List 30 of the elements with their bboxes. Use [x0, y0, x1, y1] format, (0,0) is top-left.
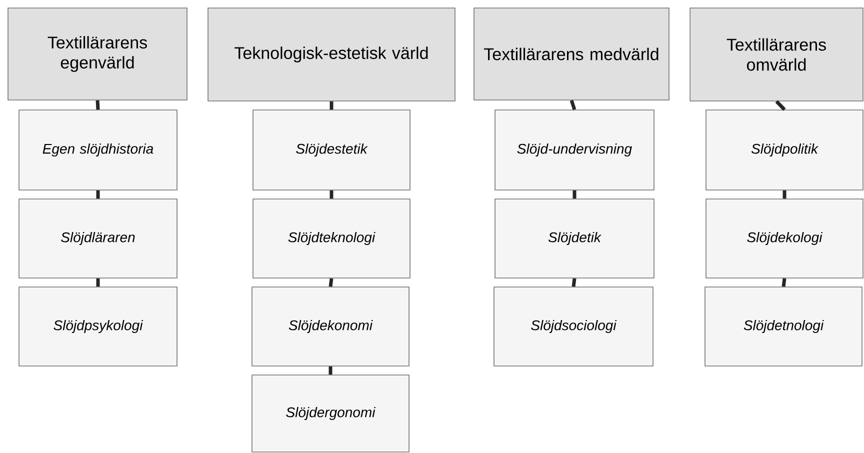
item-box: Slöjdteknologi	[252, 198, 410, 278]
connector-line	[782, 190, 786, 199]
item-box: Slöjdläraren	[18, 198, 178, 278]
header-box: Teknologisk-estetisk värld	[208, 8, 456, 102]
header-box: Textillärarens medvärld	[474, 8, 670, 100]
item-box: Slöjdergonomi	[252, 374, 410, 452]
connector-line	[328, 278, 334, 287]
connector-line	[96, 100, 100, 110]
item-box: Egen slöjdhistoria	[18, 110, 178, 190]
item-box: Slöjdestetik	[252, 110, 410, 190]
header-box: Textillärarens egenvärld	[8, 8, 188, 100]
connector-line	[330, 190, 334, 199]
connector-line	[572, 278, 576, 287]
header-box: Textillärarens omvärld	[690, 8, 864, 102]
connector-line	[328, 366, 332, 375]
item-box: Slöjdpolitik	[706, 110, 864, 190]
item-box: Slöjdpsykologi	[18, 286, 178, 366]
item-box: Slöjdekonomi	[252, 286, 410, 366]
item-box: Slöjdsociologi	[494, 286, 654, 366]
connector-line	[330, 101, 334, 110]
connector-line	[775, 100, 786, 111]
item-box: Slöjd-undervisning	[494, 110, 654, 190]
connector-line	[96, 278, 100, 287]
connector-line	[782, 278, 786, 287]
item-box: Slöjdekologi	[706, 198, 864, 278]
item-box: Slöjdetnologi	[704, 286, 862, 366]
item-box: Slöjdetik	[494, 198, 654, 278]
connector-line	[570, 100, 576, 110]
connector-line	[96, 190, 100, 199]
connector-line	[572, 190, 576, 199]
